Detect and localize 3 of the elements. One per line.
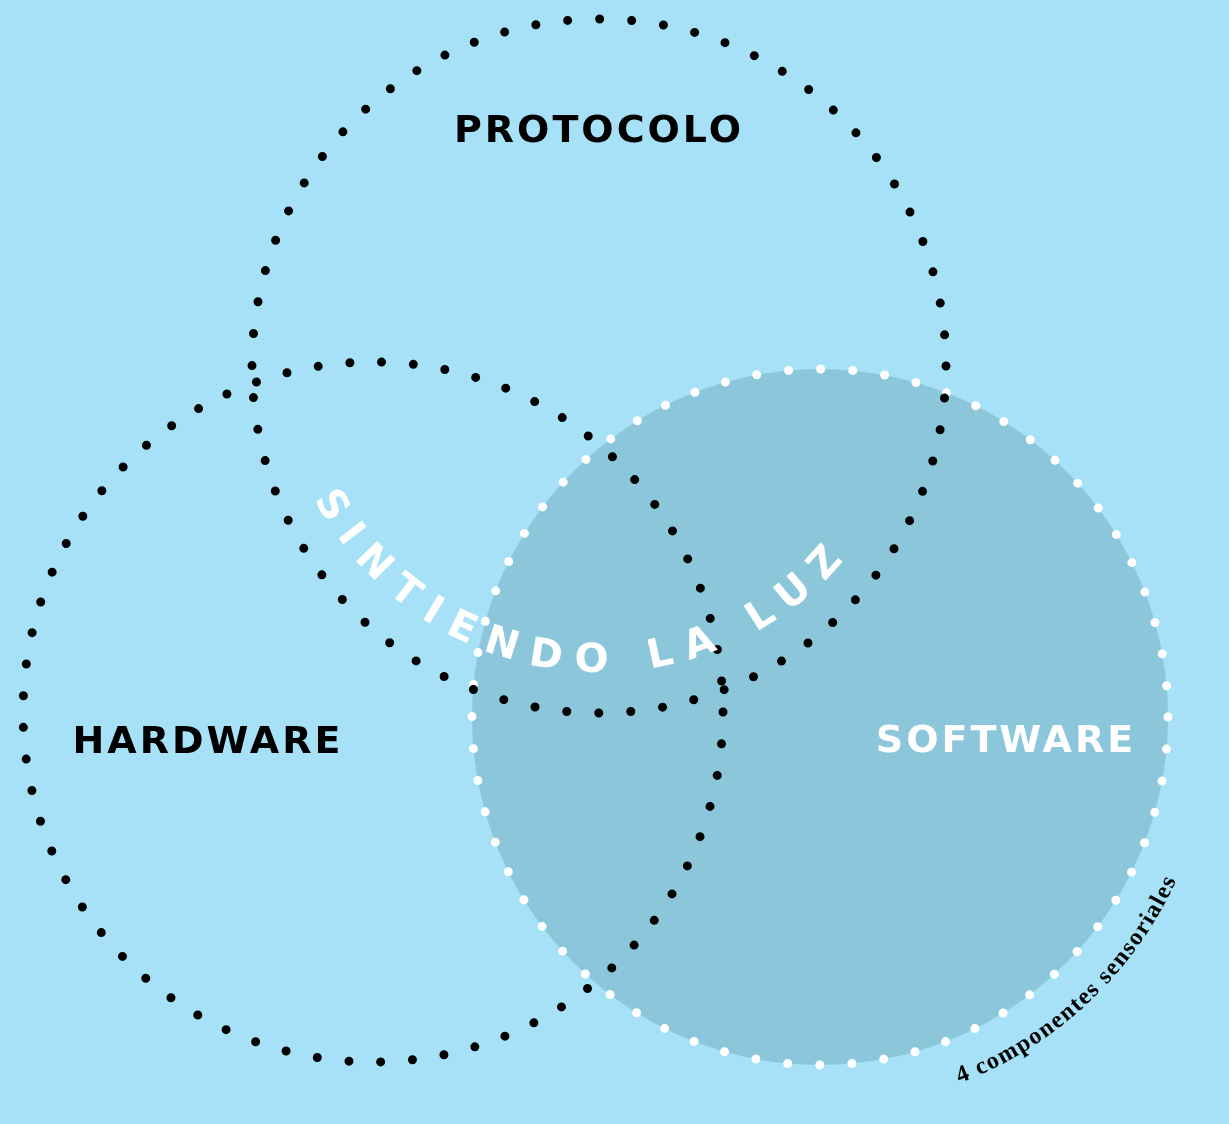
circle-title: SOFTWARE	[875, 717, 1137, 761]
circle-title: HARDWARE	[72, 718, 344, 762]
circle-title: PROTOCOLO	[454, 107, 744, 151]
